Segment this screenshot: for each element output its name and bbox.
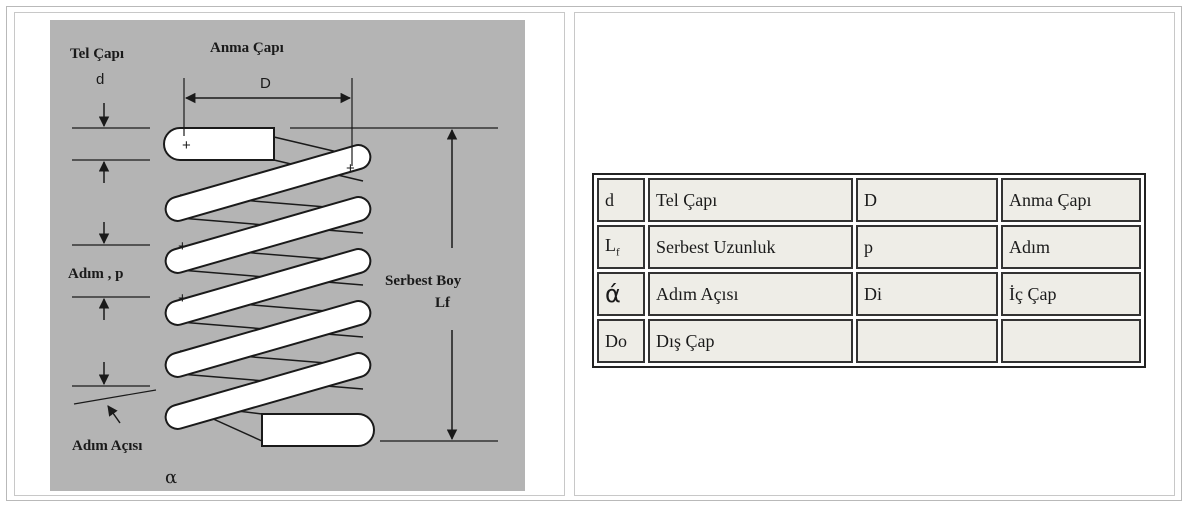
table-cell: Di	[856, 272, 998, 316]
symbol-subscript: f	[616, 246, 620, 259]
table-cell: Serbest Uzunluk	[648, 225, 853, 269]
spring-coil	[164, 248, 372, 326]
table-cell: İç Çap	[1001, 272, 1141, 316]
spring-coils	[163, 127, 375, 447]
spring-bottom-end	[261, 413, 375, 447]
reference-lines	[72, 78, 498, 442]
spring-coil	[164, 196, 372, 274]
table-row: d Tel Çapı D Anma Çapı	[597, 178, 1141, 222]
mean-diameter-symbol: D	[260, 75, 271, 92]
spring-coil	[164, 352, 372, 430]
table-cell: Adım Açısı	[648, 272, 853, 316]
spring-coil	[164, 144, 372, 222]
symbol-base: L	[605, 235, 616, 256]
spring-top-end	[163, 127, 275, 161]
table-cell: ά	[597, 272, 645, 316]
table-row: ά Adım Açısı Di İç Çap	[597, 272, 1141, 316]
pitch-label: Adım , p	[68, 266, 123, 282]
svg-text:+: +	[182, 137, 191, 154]
table-cell: D	[856, 178, 998, 222]
table-cell	[856, 319, 998, 363]
table-cell: Lf	[597, 225, 645, 269]
wire-diameter-symbol: d	[96, 71, 104, 88]
table-cell: Anma Çapı	[1001, 178, 1141, 222]
svg-text:+: +	[178, 290, 187, 307]
table-cell: Dış Çap	[648, 319, 853, 363]
alpha-symbol: α	[165, 467, 177, 488]
angle-pointer-arrow	[107, 405, 121, 424]
wire-diameter-label: Tel Çapı	[70, 46, 124, 62]
table-cell: Tel Çapı	[648, 178, 853, 222]
spring-coil	[164, 300, 372, 378]
svg-text:+: +	[346, 160, 355, 177]
free-length-label: Serbest Boy	[385, 273, 462, 289]
dimension-arrows	[98, 92, 458, 441]
table-cell: Do	[597, 319, 645, 363]
svg-text:+: +	[178, 238, 187, 255]
table-cell: d	[597, 178, 645, 222]
table-row: Lf Serbest Uzunluk p Adım	[597, 225, 1141, 269]
center-marks: + + + +	[178, 137, 355, 307]
table-cell: Adım	[1001, 225, 1141, 269]
mean-diameter-label: Anma Çapı	[210, 40, 284, 56]
table-cell: p	[856, 225, 998, 269]
table-cell	[1001, 319, 1141, 363]
free-length-symbol: Lf	[435, 295, 451, 311]
table-row: Do Dış Çap	[597, 319, 1141, 363]
pitch-angle-label: Adım Açısı	[72, 438, 142, 454]
symbol-table: d Tel Çapı D Anma Çapı Lf Serbest Uzunlu…	[592, 173, 1146, 368]
